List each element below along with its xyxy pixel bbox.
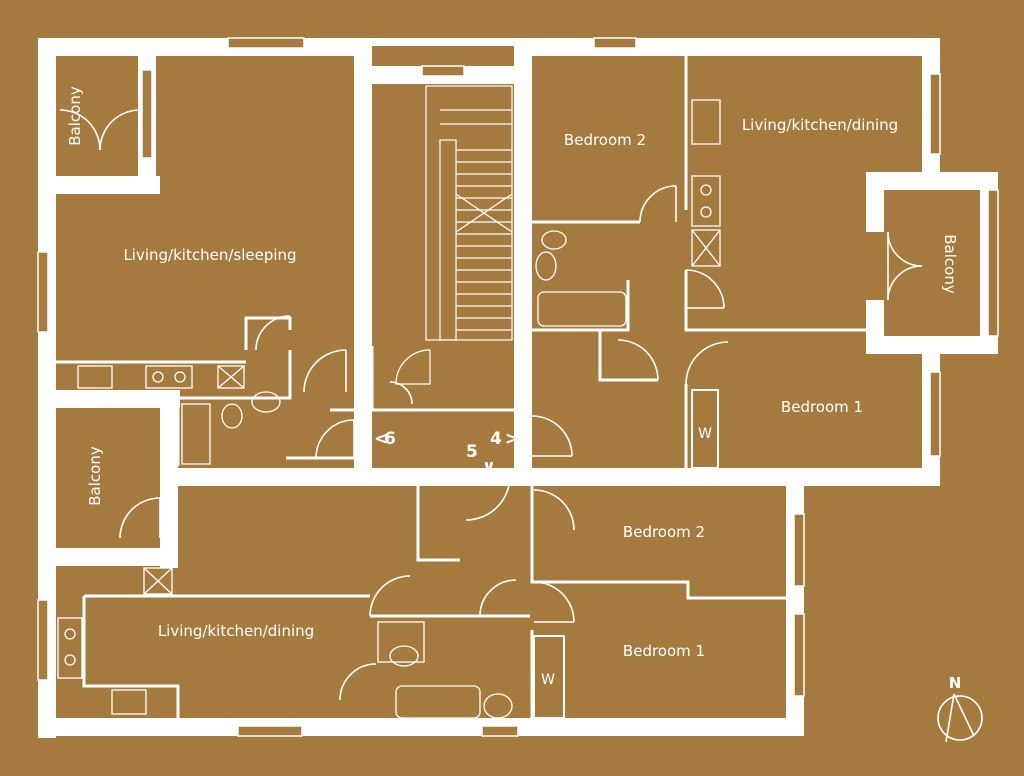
unit-6-arrow: < — [374, 429, 388, 449]
windows — [37, 37, 999, 737]
room-labels: Balcony Living/kitchen/sleeping Bedroom … — [66, 86, 959, 688]
unit-5-arrow: ∨ — [482, 457, 496, 477]
room-label-flat5-living: Living/kitchen/dining — [158, 622, 314, 640]
room-label-flat4-bedroom1: Bedroom 1 — [781, 398, 863, 416]
fixtures — [57, 99, 721, 719]
wardrobe-label-flat5: W — [541, 672, 555, 688]
unit-4-number: 4 — [490, 429, 502, 449]
unit-6-number: 6 — [384, 429, 396, 449]
unit-4-arrow: > — [505, 429, 519, 449]
partitions — [56, 56, 866, 719]
compass-label: N — [949, 674, 962, 692]
room-label-flat5-bedroom1: Bedroom 1 — [623, 642, 705, 660]
room-label-flat4-bedroom2: Bedroom 2 — [564, 131, 646, 149]
room-label-flat5-balcony: Balcony — [86, 446, 104, 506]
doors — [59, 109, 923, 701]
room-label-flat6-living: Living/kitchen/sleeping — [123, 246, 296, 264]
room-label-flat5-bedroom2: Bedroom 2 — [623, 523, 705, 541]
staircase — [425, 85, 513, 341]
unit-markers: < 6 4 > 5 ∨ — [374, 429, 519, 477]
unit-5-number: 5 — [466, 442, 478, 462]
room-label-flat4-balcony: Balcony — [941, 234, 959, 294]
room-label-flat4-living: Living/kitchen/dining — [742, 116, 898, 134]
north-arrow-icon: N — [937, 674, 983, 743]
room-label-flat6-balcony: Balcony — [66, 86, 84, 146]
wardrobe-label-flat4: W — [698, 426, 712, 442]
